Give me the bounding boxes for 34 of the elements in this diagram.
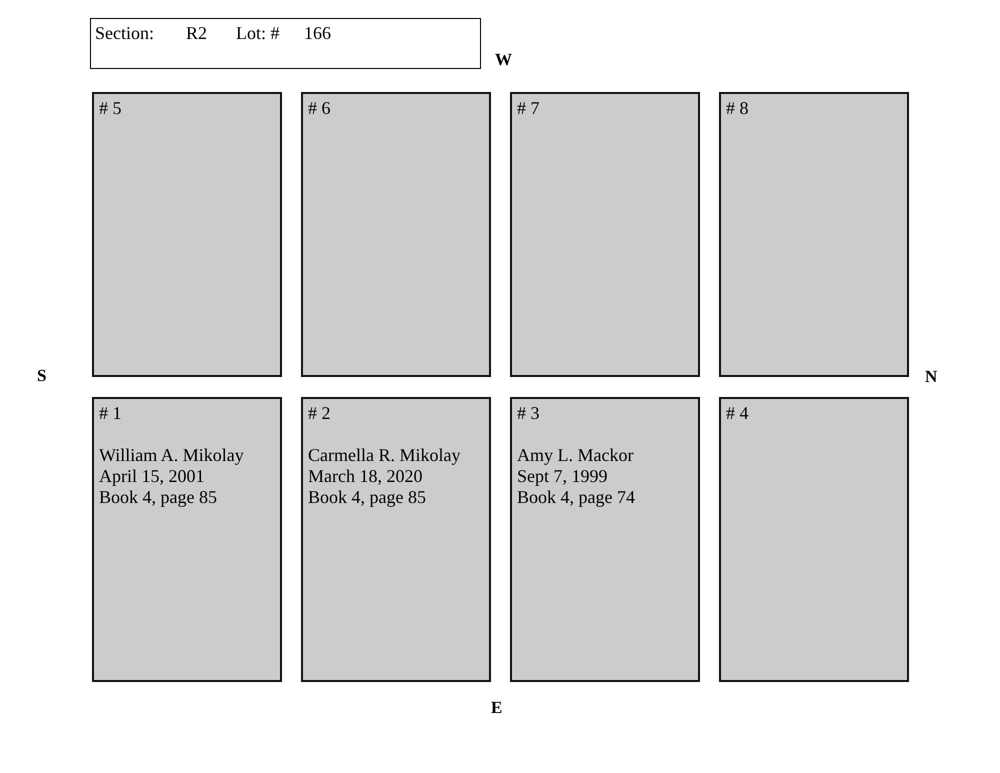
- plot-box: [92, 397, 282, 682]
- plot-text: March 18, 2020: [308, 466, 422, 487]
- compass-letter: E: [491, 698, 502, 718]
- plot-number: # 5: [99, 98, 122, 119]
- field-label: Section:: [95, 23, 154, 44]
- field-value: R2: [186, 23, 208, 44]
- plot-number: # 1: [99, 403, 122, 424]
- plot-text: Book 4, page 85: [99, 487, 217, 508]
- plot-number: # 3: [517, 403, 540, 424]
- plot-box: [510, 397, 700, 682]
- header-box: [90, 18, 481, 69]
- plot-text: Amy L. Mackor: [517, 445, 634, 466]
- compass-letter: S: [37, 366, 46, 386]
- field-label: Lot: #: [236, 23, 280, 44]
- plot-text: Sept 7, 1999: [517, 466, 608, 487]
- plot-text: April 15, 2001: [99, 466, 204, 487]
- plot-box: [301, 397, 491, 682]
- field-value: 166: [304, 23, 331, 44]
- plot-text: Carmella R. Mikolay: [308, 445, 460, 466]
- compass-letter: W: [495, 50, 512, 70]
- compass-letter: N: [925, 367, 938, 387]
- plot-number: # 6: [308, 98, 330, 119]
- plot-text: Book 4, page 85: [308, 487, 426, 508]
- plot-box: [510, 92, 700, 377]
- plot-number: # 4: [726, 403, 748, 424]
- plot-box: [301, 92, 491, 377]
- plot-number: # 7: [517, 98, 540, 119]
- plot-box: [92, 92, 282, 377]
- plot-box: [719, 92, 909, 377]
- plot-number: # 8: [726, 98, 748, 119]
- plot-box: [719, 397, 909, 682]
- plot-number: # 2: [308, 403, 330, 424]
- plot-text: Book 4, page 74: [517, 487, 635, 508]
- plot-text: William A. Mikolay: [99, 445, 244, 466]
